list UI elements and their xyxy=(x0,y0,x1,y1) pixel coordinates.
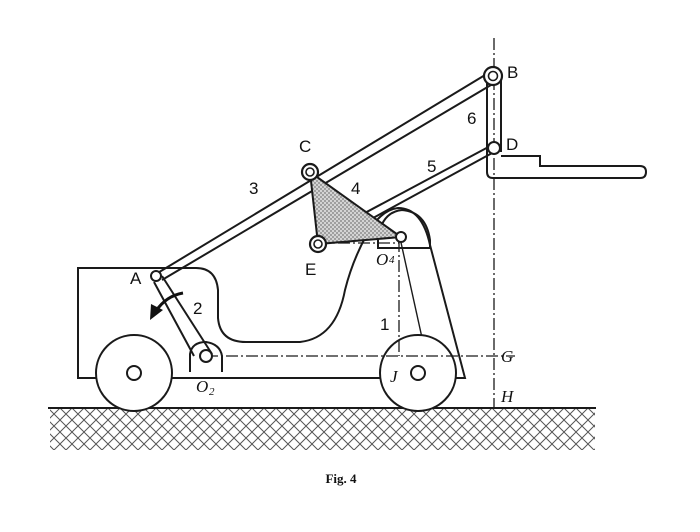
o4-bracket xyxy=(377,208,431,249)
label-link-2: 2 xyxy=(193,299,202,318)
reference-lines xyxy=(206,38,515,408)
label-o2: O xyxy=(196,377,208,396)
label-h: H xyxy=(500,387,515,406)
ground xyxy=(48,407,596,450)
label-c: C xyxy=(299,137,311,156)
label-link-1: 1 xyxy=(380,315,389,334)
rotation-arrow xyxy=(150,291,184,320)
joints xyxy=(150,65,504,363)
label-o4: O xyxy=(376,250,388,269)
front-wheel xyxy=(379,334,457,412)
label-b: B xyxy=(507,63,518,82)
label-link-4: 4 xyxy=(351,179,360,198)
link-3 xyxy=(155,71,497,281)
link-2 xyxy=(153,275,213,357)
label-o2-sub: 2 xyxy=(209,386,215,398)
figure-caption: Fig. 4 xyxy=(325,471,357,486)
label-e: E xyxy=(305,260,316,279)
label-link-3: 3 xyxy=(249,179,258,198)
label-g: G xyxy=(501,347,513,366)
label-o4-sub: 4 xyxy=(389,254,395,266)
label-d: D xyxy=(506,135,518,154)
label-link-6: 6 xyxy=(467,109,476,128)
joint-o2 xyxy=(199,349,213,363)
label-link-5: 5 xyxy=(427,157,436,176)
joint-o4 xyxy=(395,231,407,243)
rear-wheel xyxy=(95,334,173,412)
fork-carriage xyxy=(486,76,648,179)
joint-d xyxy=(487,141,501,155)
link-4-triangle xyxy=(308,169,404,246)
label-a: A xyxy=(130,269,142,288)
label-j: J xyxy=(390,367,399,386)
joint-a xyxy=(150,270,162,282)
